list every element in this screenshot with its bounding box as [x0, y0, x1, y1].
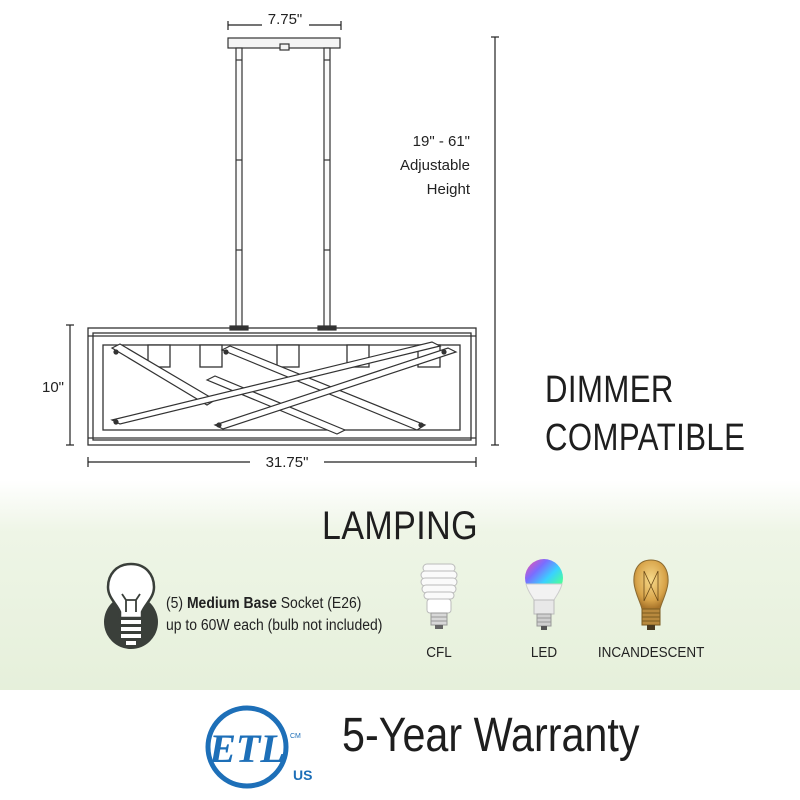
etl-letters: ETL	[208, 726, 285, 771]
fixture-frame	[87, 327, 477, 446]
light-bulb-icon	[104, 562, 158, 649]
fixture-cross-braces	[110, 341, 458, 435]
led-bulb-icon	[525, 559, 563, 630]
cfl-label: CFL	[426, 644, 452, 661]
canopy	[227, 37, 341, 51]
dimmer-line-2: COMPATIBLE	[545, 417, 746, 459]
fixture-dimension-diagram: 7.75" 19" - 61" Adjustable Height	[42, 11, 499, 471]
dimmer-compatible-label: DIMMER COMPATIBLE	[545, 366, 745, 462]
lamping-title: LAMPING	[321, 504, 479, 548]
socket-count: (5)	[166, 595, 184, 612]
height-range-label: 19" - 61"	[413, 133, 470, 150]
etl-certification-mark: ETL CM US	[205, 705, 312, 789]
incandescent-bulb-icon	[633, 559, 669, 630]
canopy-width-dimension	[227, 21, 342, 30]
fixture-width-dimension	[87, 457, 477, 467]
incandescent-label: INCANDESCENT	[597, 644, 705, 661]
fixture-height-dimension	[66, 324, 74, 446]
canopy-width-label: 7.75"	[268, 11, 303, 28]
adjustable-height-dimension	[491, 36, 499, 446]
socket-base: Medium Base	[186, 595, 277, 612]
fixture-height-label: 10"	[42, 379, 64, 396]
led-label: LED	[530, 644, 558, 661]
socket-line-1: (5) Medium Base Socket (E26)	[166, 593, 382, 615]
socket-description: (5) Medium Base Socket (E26) up to 60W e…	[166, 593, 382, 637]
fixture-width-label: 31.75"	[266, 454, 309, 471]
height-word-label: Height	[427, 181, 471, 198]
etl-cm: CM	[290, 733, 301, 740]
suspension-rods	[229, 47, 337, 331]
warranty-label: 5-Year Warranty	[342, 709, 640, 762]
dimmer-line-1: DIMMER	[545, 369, 674, 411]
socket-type: Socket (E26)	[280, 595, 362, 612]
etl-us: US	[293, 767, 312, 783]
cfl-bulb-icon	[420, 563, 458, 629]
height-adjustable-label: Adjustable	[400, 157, 470, 174]
socket-line-2: up to 60W each (bulb not included)	[166, 617, 383, 634]
